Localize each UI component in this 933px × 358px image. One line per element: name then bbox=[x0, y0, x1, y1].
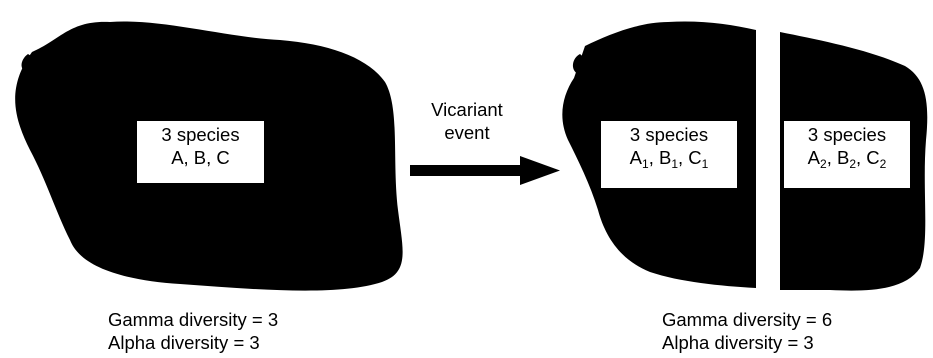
alpha-diversity-label: Alpha diversity = 3 bbox=[662, 332, 814, 353]
gamma-diversity-label: Gamma diversity = 6 bbox=[662, 309, 833, 330]
species-box-original: 3 species A, B, C bbox=[137, 121, 264, 183]
species-count-label: 3 species bbox=[629, 124, 709, 145]
species-box-east: 3 species A2, B2, C2 bbox=[784, 121, 910, 188]
arrow-label-line2: event bbox=[444, 122, 490, 143]
arrow-label-line1: Vicariant bbox=[431, 99, 503, 120]
diversity-caption-before: Gamma diversity = 3 Alpha diversity = 3 bbox=[108, 308, 278, 354]
vicariance-arrow bbox=[410, 156, 560, 185]
diversity-caption-after: Gamma diversity = 6 Alpha diversity = 3 bbox=[662, 308, 832, 354]
species-box-west: 3 species A1, B1, C1 bbox=[601, 121, 737, 188]
species-list-label: A, B, C bbox=[171, 147, 230, 168]
vicariant-event-label: Vicariant event bbox=[412, 98, 522, 144]
species-count-label: 3 species bbox=[807, 124, 887, 145]
species-list-label: A2, B2, C2 bbox=[807, 147, 887, 171]
species-list-label: A1, B1, C1 bbox=[629, 147, 709, 171]
alpha-diversity-label: Alpha diversity = 3 bbox=[108, 332, 260, 353]
gamma-diversity-label: Gamma diversity = 3 bbox=[108, 309, 279, 330]
species-count-label: 3 species bbox=[161, 124, 240, 145]
landmass-before-nub bbox=[21, 54, 34, 72]
landmass-after-west-nub bbox=[572, 54, 586, 74]
